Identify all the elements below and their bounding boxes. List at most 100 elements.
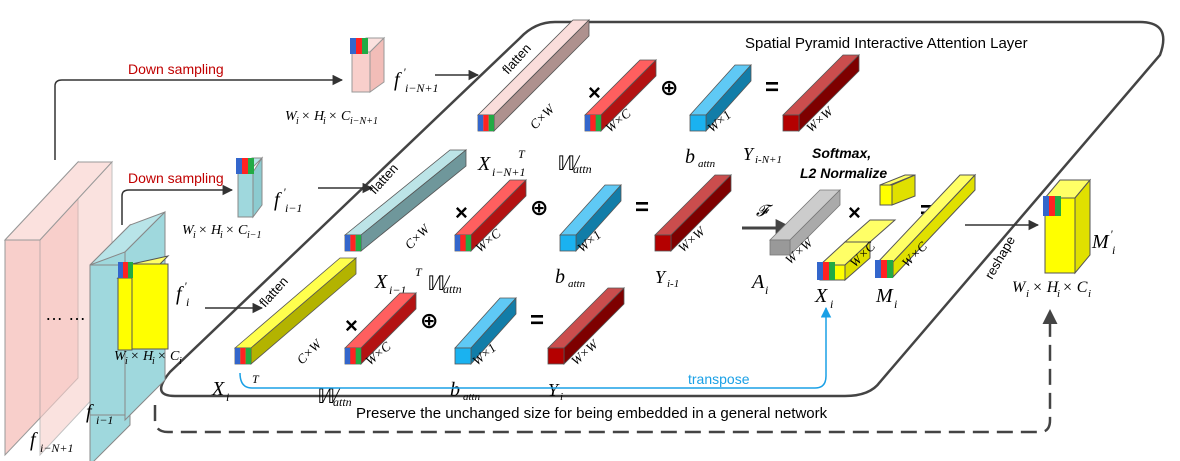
svg-text:× H: × H <box>198 223 222 238</box>
op-times-row-0: × <box>588 80 601 105</box>
b-bar-row-2 <box>454 296 517 366</box>
x-sup-row-1: T <box>415 265 423 279</box>
op-times-right: × <box>848 200 861 225</box>
down-sampling-arrow-top <box>54 74 344 160</box>
small-yellow-block <box>879 174 916 206</box>
op-times-row-2: × <box>345 313 358 338</box>
svg-text:i−N+1: i−N+1 <box>350 116 378 127</box>
down-sampling-arrow-mid <box>121 184 234 225</box>
svg-text:i: i <box>1026 288 1029 300</box>
b-label-row-0: b <box>685 146 695 168</box>
svg-text:f: f <box>30 429 38 451</box>
svg-text:i: i <box>179 356 182 367</box>
op-equals-row-0: = <box>765 74 779 101</box>
dim-label-wi-hi-ci: W i × H i × C i <box>114 349 182 367</box>
feature-map-f-prime-i <box>116 255 170 351</box>
layer-boundary <box>160 20 1165 398</box>
b-sub-row-2: attn <box>463 391 481 403</box>
y-label-row-1: Y <box>655 267 667 287</box>
x-label-row-1: X <box>374 271 388 293</box>
w-sub-row-2: attn <box>333 395 352 409</box>
w-label-row-2: 𝕎 <box>315 386 341 408</box>
label-f-i-1: f i−1 <box>86 401 113 427</box>
svg-text:i: i <box>830 297 833 311</box>
label-f-prime-i: f ' i <box>176 279 189 309</box>
y-bar-row-1 <box>654 174 732 252</box>
w-bar-row-0 <box>584 59 657 132</box>
svg-text:i: i <box>296 116 299 127</box>
svg-text:i: i <box>220 230 223 241</box>
x-label-row-0: X <box>477 153 491 175</box>
svg-text:': ' <box>403 65 406 79</box>
svg-text:W: W <box>182 223 195 238</box>
svg-text:W: W <box>1012 279 1027 296</box>
svg-text:': ' <box>283 185 286 199</box>
layer-title: Spatial Pyramid Interactive Attention La… <box>745 35 1028 52</box>
label-f-prime-i-N1: f ' i−N+1 <box>394 65 439 95</box>
transpose-label: transpose <box>688 371 750 387</box>
w-label-row-0: 𝕎 <box>555 153 581 175</box>
svg-text:i: i <box>323 116 326 127</box>
svg-text:i−1: i−1 <box>285 201 302 215</box>
y-label-row-0: Y <box>743 144 755 164</box>
svg-text:W: W <box>285 109 298 124</box>
x-flat-bar-row-0 <box>477 19 590 132</box>
down-sampling-label-mid: Down sampling <box>128 170 224 186</box>
x-flat-dim-row-1: C×W <box>402 221 433 252</box>
svg-text:i: i <box>894 297 897 311</box>
op-times-row-1: × <box>455 200 468 225</box>
y-label-row-2: Y <box>548 380 560 400</box>
output-m-prime-block <box>1043 178 1092 275</box>
w-label-row-1: 𝕎 <box>425 273 451 295</box>
svg-text:i: i <box>1088 288 1091 300</box>
svg-text:i: i <box>186 295 189 309</box>
feature-map-f-prime-i-1 <box>236 156 264 219</box>
op-equals-row-1: = <box>635 194 649 221</box>
svg-text:× H: × H <box>1032 279 1060 296</box>
x-label-row-2: X <box>211 378 225 400</box>
softmax-label: Softmax, <box>812 145 871 161</box>
label-a-i: A i <box>750 271 768 297</box>
svg-text:f: f <box>176 283 184 305</box>
w-sub-row-0: attn <box>573 162 592 176</box>
op-plus-row-0: ⊕ <box>660 75 678 100</box>
svg-text:i−1: i−1 <box>96 413 113 427</box>
b-label-row-1: b <box>555 266 565 288</box>
svg-text:': ' <box>184 279 187 293</box>
x-sup-row-2: T <box>252 372 260 386</box>
svg-text:× H: × H <box>130 349 154 364</box>
transpose-arrow <box>239 306 832 389</box>
svg-text:× C: × C <box>328 109 351 124</box>
x-sup-row-0: T <box>518 147 526 161</box>
svg-text:i: i <box>765 283 768 297</box>
svg-text:i: i <box>193 230 196 241</box>
x-flat-bar-row-2 <box>233 257 358 365</box>
w-sub-row-1: attn <box>443 282 462 296</box>
x-flat-dim-row-0: C×W <box>527 101 558 132</box>
dim-x-i-right: W ×C <box>847 238 879 270</box>
dim-label-wi-hi-ci-1: W i × H i × C i−1 <box>182 223 262 241</box>
svg-text:i: i <box>1112 243 1115 257</box>
svg-text:i: i <box>1057 288 1060 300</box>
b-label-row-2: b <box>450 379 460 401</box>
preserve-dashed-path <box>153 309 1058 434</box>
label-x-i-right: X i <box>814 285 833 311</box>
svg-text:i−N+1: i−N+1 <box>40 441 74 455</box>
op-equals-row-2: = <box>530 307 544 334</box>
w-bar-row-2 <box>344 292 417 365</box>
script-f-label: 𝓕 <box>756 203 774 220</box>
svg-text:i: i <box>125 356 128 367</box>
y-bar-row-0 <box>782 54 860 132</box>
svg-text:i−N+1: i−N+1 <box>405 81 439 95</box>
x-flat-dim-row-2: C×W <box>294 336 325 367</box>
svg-text:': ' <box>1110 227 1113 241</box>
x-flat-bar-row-1 <box>343 149 468 252</box>
x-sub-row-0: i−N+1 <box>492 165 526 179</box>
label-m-i: M i <box>875 285 897 311</box>
y-sub-row-1: i-1 <box>667 278 679 290</box>
dots-left: … … <box>45 304 86 324</box>
op-plus-row-2: ⊕ <box>420 308 438 333</box>
w-bar-row-1 <box>454 179 527 252</box>
x-i-block <box>817 219 897 282</box>
label-f-prime-i-1: f ' i−1 <box>274 185 302 215</box>
